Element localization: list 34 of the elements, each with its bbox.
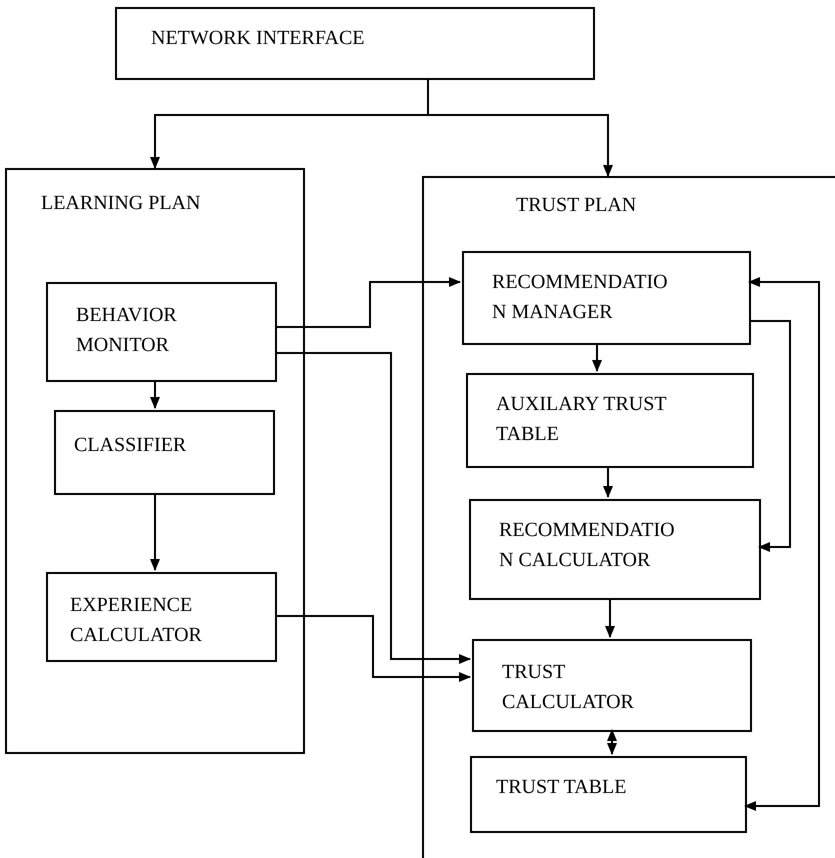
box-label: BEHAVIOR MONITOR xyxy=(76,303,178,358)
process-box xyxy=(46,572,277,662)
box-label: AUXILARY TRUST TABLE xyxy=(496,392,668,447)
box-label: LEARNING PLAN xyxy=(41,191,202,216)
group-box xyxy=(5,168,305,754)
connector-arrow xyxy=(275,277,461,328)
connector-arrow xyxy=(150,493,160,571)
connector-arrow xyxy=(427,80,613,177)
box-label: TRUST CALCULATOR xyxy=(502,660,635,715)
box-label: RECOMMENDATIO N MANAGER xyxy=(492,270,669,325)
process-box xyxy=(466,373,754,468)
process-box xyxy=(54,410,275,495)
connector-arrow xyxy=(150,380,160,409)
process-box xyxy=(470,756,747,833)
process-box xyxy=(462,251,751,345)
box-label: RECOMMENDATIO N CALCULATOR xyxy=(499,518,676,573)
box-label: CLASSIFIER xyxy=(74,433,188,458)
connector-arrow xyxy=(607,729,617,755)
box-label: TRUST PLAN xyxy=(516,193,638,218)
connector-arrow xyxy=(275,352,471,664)
process-box xyxy=(472,639,752,732)
connector-arrow xyxy=(605,598,615,638)
box-label: EXPERIENCE CALCULATOR xyxy=(70,593,203,648)
group-panel xyxy=(422,176,835,858)
connector-arrow xyxy=(749,320,791,552)
box-label: TRUST TABLE xyxy=(496,775,628,800)
process-box xyxy=(115,7,595,80)
connector-arrow xyxy=(603,466,613,498)
connector-arrow xyxy=(275,615,471,682)
box-label: NETWORK INTERFACE xyxy=(151,26,366,51)
connector-arrow xyxy=(592,343,602,372)
connector-arrow xyxy=(744,277,820,811)
process-box xyxy=(46,282,277,382)
process-box xyxy=(469,499,761,600)
